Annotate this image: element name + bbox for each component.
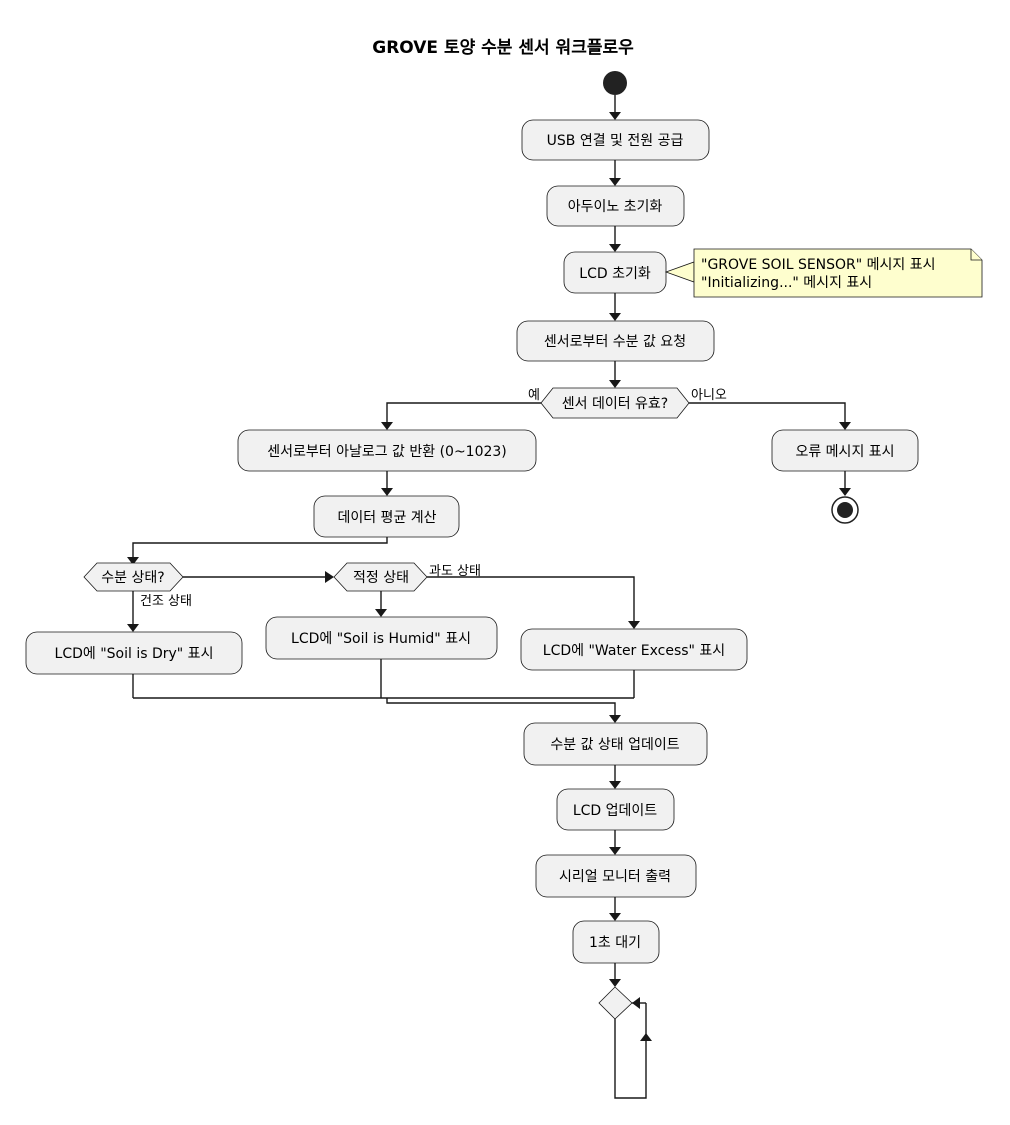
decision-proper-label: 적정 상태: [353, 570, 409, 586]
decision-moisture: 수분 상태?: [83, 562, 184, 592]
action-usb: USB 연결 및 전원 공급: [521, 119, 710, 161]
note-line-1: "GROVE SOIL SENSOR" 메시지 표시: [701, 257, 936, 273]
loop-merge-node: [598, 986, 633, 1020]
action-request-label: 센서로부터 수분 값 요청: [544, 334, 686, 350]
decision-moisture-label: 수분 상태?: [101, 570, 164, 586]
action-analog-label: 센서로부터 아날로그 값 반환 (0~1023): [267, 444, 507, 460]
end-node: [831, 496, 859, 524]
note-line-2: "Initializing..." 메시지 표시: [701, 275, 872, 291]
action-average-label: 데이터 평균 계산: [337, 510, 436, 526]
action-humid: LCD에 "Soil is Humid" 표시: [265, 616, 498, 660]
connectors: [127, 95, 851, 1099]
action-update-state-label: 수분 값 상태 업데이트: [550, 737, 679, 753]
action-arduino-init-label: 아두이노 초기화: [568, 199, 663, 215]
edge-label-yes: 예: [528, 388, 540, 403]
action-average: 데이터 평균 계산: [313, 495, 460, 538]
action-lcd-init-label: LCD 초기화: [579, 266, 651, 282]
diagram-title: GROVE 토양 수분 센서 워크플로우: [372, 38, 634, 58]
action-dry: LCD에 "Soil is Dry" 표시: [25, 631, 243, 675]
action-lcd-update: LCD 업데이트: [556, 788, 675, 831]
action-wait-label: 1초 대기: [589, 935, 641, 951]
action-error-label: 오류 메시지 표시: [795, 444, 894, 460]
decision-valid-label: 센서 데이터 유효?: [562, 396, 669, 412]
lcd-init-note: "GROVE SOIL SENSOR" 메시지 표시 "Initializing…: [664, 248, 983, 298]
action-request: 센서로부터 수분 값 요청: [516, 320, 715, 362]
action-serial: 시리얼 모니터 출력: [535, 854, 697, 898]
decision-valid: 센서 데이터 유효?: [540, 387, 690, 419]
action-dry-label: LCD에 "Soil is Dry" 표시: [55, 646, 214, 662]
action-analog: 센서로부터 아날로그 값 반환 (0~1023): [237, 429, 537, 472]
action-lcd-update-label: LCD 업데이트: [573, 803, 657, 819]
edge-label-excess: 과도 상태: [429, 564, 481, 579]
action-humid-label: LCD에 "Soil is Humid" 표시: [291, 631, 471, 647]
start-node: [603, 71, 627, 95]
edge-label-no: 아니오: [691, 388, 727, 403]
action-serial-label: 시리얼 모니터 출력: [559, 869, 671, 885]
action-error: 오류 메시지 표시: [771, 429, 919, 472]
action-excess: LCD에 "Water Excess" 표시: [520, 628, 748, 671]
edge-label-dry: 건조 상태: [140, 594, 192, 609]
action-lcd-init: LCD 초기화: [563, 251, 667, 294]
decision-proper: 적정 상태: [333, 562, 428, 592]
action-usb-label: USB 연결 및 전원 공급: [547, 133, 684, 149]
action-wait: 1초 대기: [572, 920, 660, 964]
action-update-state: 수분 값 상태 업데이트: [523, 722, 708, 766]
action-arduino-init: 아두이노 초기화: [546, 185, 685, 227]
action-excess-label: LCD에 "Water Excess" 표시: [543, 643, 725, 659]
